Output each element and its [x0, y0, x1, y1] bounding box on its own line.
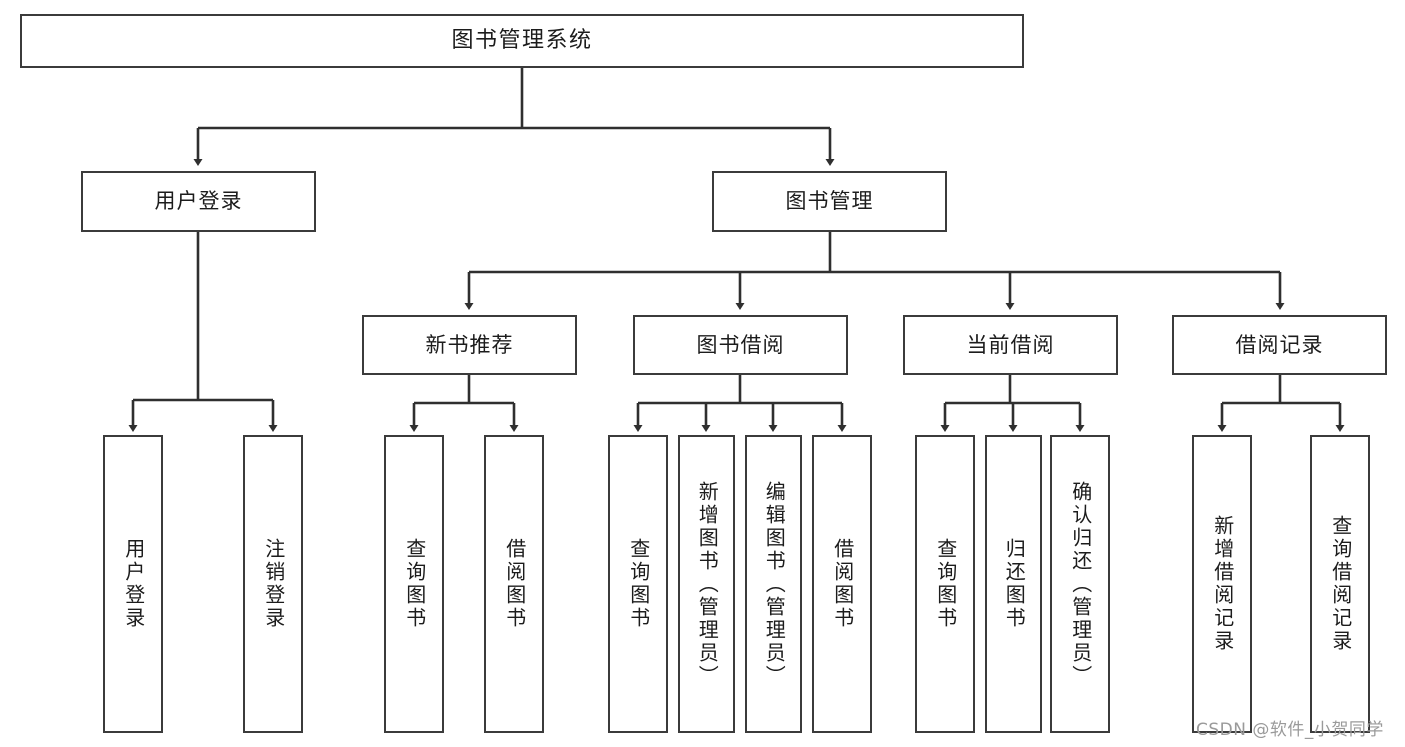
node-label: 图书借阅 — [696, 332, 785, 357]
leaf-borrow-query-book[interactable]: 查询图书 — [608, 435, 668, 733]
leaf-borrow-edit-book-admin[interactable]: 编辑图书（管理员） — [745, 435, 802, 733]
node-label: 查询图书 — [402, 538, 427, 630]
node-label: 新增借阅记录 — [1210, 515, 1235, 653]
leaf-user-login-logout[interactable]: 注销登录 — [243, 435, 303, 733]
node-label: 编辑图书（管理员） — [762, 480, 787, 688]
node-label: 用户登录 — [154, 189, 243, 214]
node-label: 用户登录 — [121, 538, 146, 630]
node-label: 图书管理 — [785, 189, 874, 214]
node-label: 归还图书 — [1002, 538, 1027, 630]
leaf-current-return-book[interactable]: 归还图书 — [985, 435, 1042, 733]
leaf-current-confirm-return-admin[interactable]: 确认归还（管理员） — [1050, 435, 1110, 733]
node-label: 借阅记录 — [1235, 332, 1324, 357]
node-label: 注销登录 — [261, 538, 286, 630]
node-new-book-recommend[interactable]: 新书推荐 — [362, 315, 577, 375]
node-user-login[interactable]: 用户登录 — [81, 171, 316, 232]
leaf-recommend-borrow-book[interactable]: 借阅图书 — [484, 435, 544, 733]
node-current-borrow[interactable]: 当前借阅 — [903, 315, 1118, 375]
node-label: 确认归还（管理员） — [1068, 480, 1093, 688]
node-label: 新书推荐 — [425, 332, 514, 357]
node-book-borrow[interactable]: 图书借阅 — [633, 315, 848, 375]
leaf-borrow-add-book-admin[interactable]: 新增图书（管理员） — [678, 435, 735, 733]
node-label: 图书管理系统 — [451, 28, 593, 54]
node-borrow-record[interactable]: 借阅记录 — [1172, 315, 1387, 375]
node-book-management[interactable]: 图书管理 — [712, 171, 947, 232]
leaf-user-login-login[interactable]: 用户登录 — [103, 435, 163, 733]
node-root-system[interactable]: 图书管理系统 — [20, 14, 1024, 68]
node-label: 查询图书 — [626, 538, 651, 630]
leaf-record-add-record[interactable]: 新增借阅记录 — [1192, 435, 1252, 733]
leaf-current-query-book[interactable]: 查询图书 — [915, 435, 975, 733]
node-label: 借阅图书 — [502, 538, 527, 630]
node-label: 查询图书 — [933, 538, 958, 630]
leaf-record-query-record[interactable]: 查询借阅记录 — [1310, 435, 1370, 733]
node-label: 借阅图书 — [830, 538, 855, 630]
node-label: 新增图书（管理员） — [695, 480, 720, 688]
node-label: 查询借阅记录 — [1328, 515, 1353, 653]
watermark-text: CSDN @软件_小贺同学 — [1196, 720, 1384, 740]
leaf-borrow-borrow-book[interactable]: 借阅图书 — [812, 435, 872, 733]
node-label: 当前借阅 — [966, 332, 1055, 357]
leaf-recommend-query-book[interactable]: 查询图书 — [384, 435, 444, 733]
